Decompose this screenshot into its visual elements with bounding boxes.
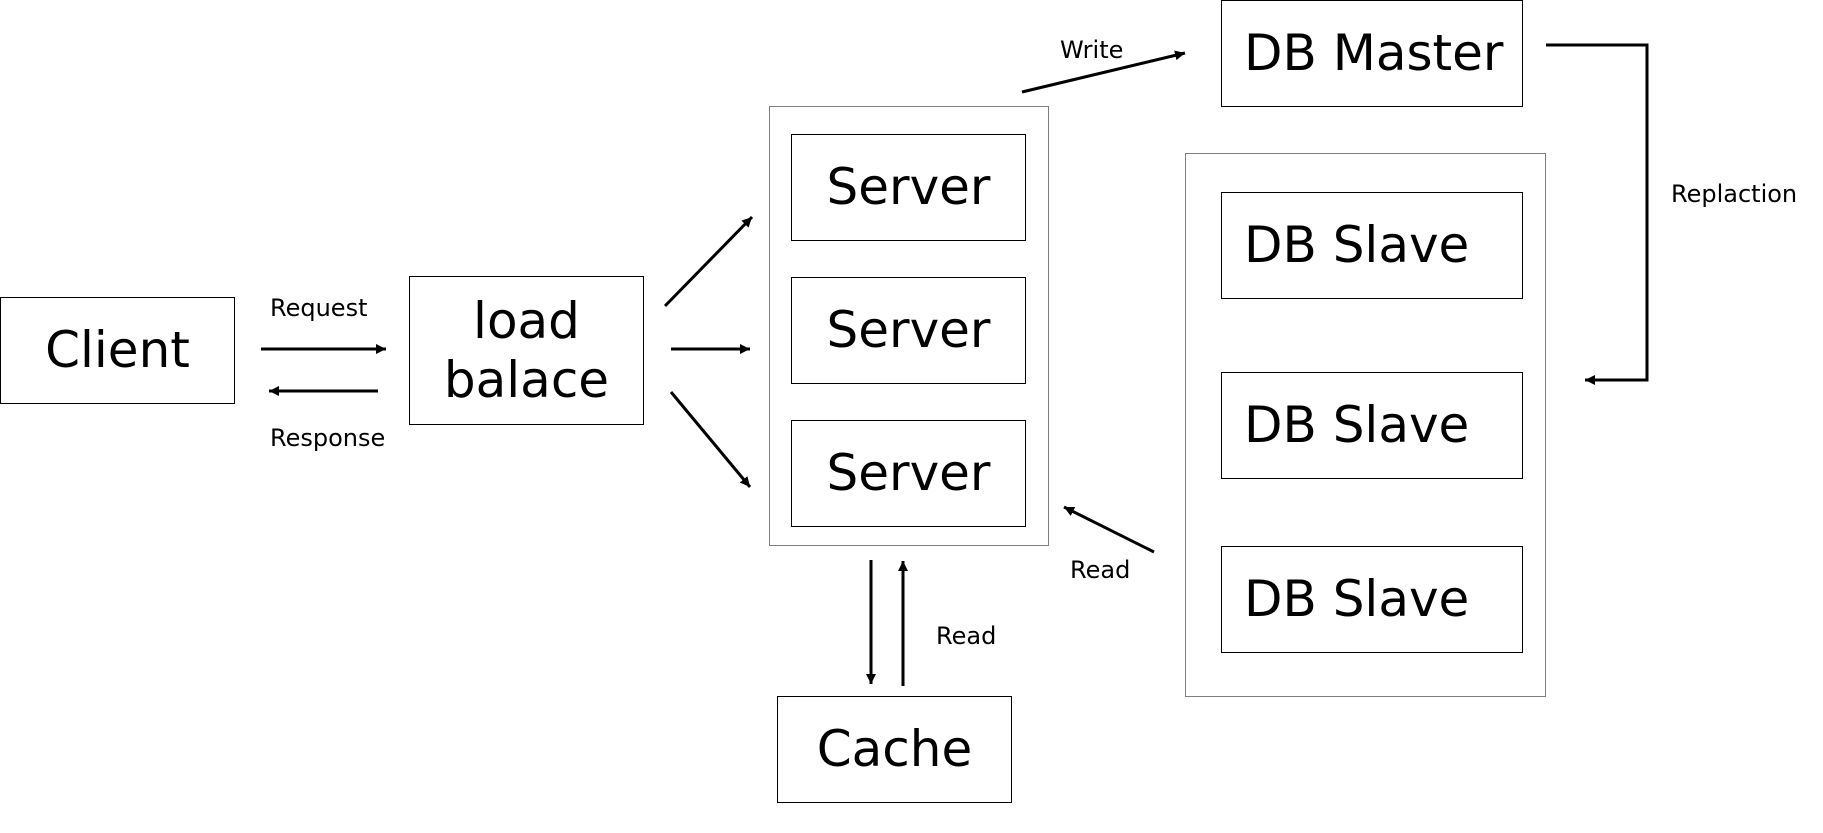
replication-label: Replaction [1671, 180, 1798, 208]
db-slave-cluster [1185, 153, 1546, 697]
write-arrow [1021, 50, 1186, 94]
server-node-1: Server [791, 134, 1026, 241]
read-db-arrow [1063, 505, 1155, 554]
request-label: Request [270, 294, 368, 322]
db-slave-label: DB Slave [1244, 396, 1470, 454]
lb-to-server-3-arrow [669, 391, 752, 488]
server-label: Server [826, 301, 991, 359]
db-master-label: DB Master [1244, 24, 1504, 82]
load-balancer-label: load balace [443, 291, 610, 409]
client-node: Client [0, 297, 235, 404]
db-slave-node-2: DB Slave [1221, 372, 1523, 479]
db-master-node: DB Master [1221, 0, 1523, 107]
client-label: Client [45, 321, 190, 379]
db-slave-node-3: DB Slave [1221, 546, 1523, 653]
server-label: Server [826, 444, 991, 502]
server-node-2: Server [791, 277, 1026, 384]
write-label: Write [1060, 36, 1124, 64]
read-db-label: Read [1070, 556, 1131, 584]
server-label: Server [826, 158, 991, 216]
db-slave-node-1: DB Slave [1221, 192, 1523, 299]
cache-label: Cache [816, 720, 973, 778]
db-slave-label: DB Slave [1244, 570, 1470, 628]
server-cluster [769, 106, 1049, 546]
cache-node: Cache [777, 696, 1012, 803]
server-node-3: Server [791, 420, 1026, 527]
response-label: Response [270, 424, 386, 452]
lb-to-server-1-arrow [663, 215, 754, 308]
replication-arrow [1546, 43, 1649, 385]
read-cache-label: Read [936, 622, 997, 650]
db-slave-label: DB Slave [1244, 216, 1470, 274]
load-balancer-node: load balace [409, 276, 644, 425]
